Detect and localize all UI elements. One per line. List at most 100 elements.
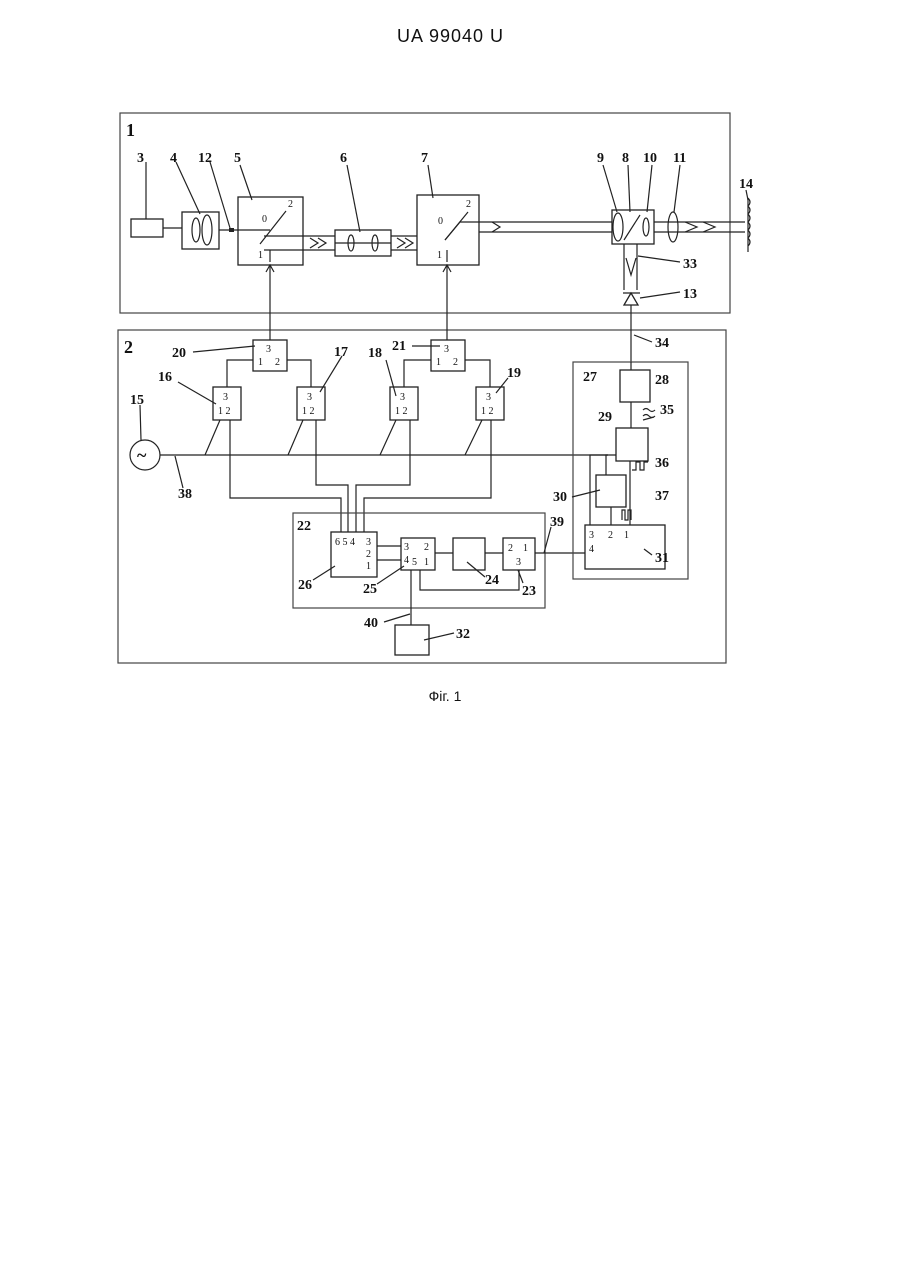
- block-29: [616, 428, 648, 461]
- leader-29-35: [643, 417, 654, 420]
- label-28: 28: [655, 373, 669, 388]
- label-39: 39: [550, 515, 564, 530]
- block-30: [596, 475, 626, 507]
- wire-16-20: [227, 360, 253, 387]
- block-26-pin-1: 1: [366, 561, 371, 572]
- block-28: [620, 370, 650, 402]
- block-23-pin-3: 3: [516, 557, 521, 568]
- label-26: 26: [298, 578, 312, 593]
- lens-11: [668, 212, 678, 242]
- block-21-pin-2: 2: [453, 357, 458, 368]
- arrow-5-6a: [310, 238, 318, 248]
- label-25: 25: [363, 582, 377, 597]
- label-12: 12: [198, 151, 212, 166]
- label-4: 4: [170, 151, 177, 166]
- arrow-8-13: [626, 258, 636, 275]
- block-17-pins-12: 1 2: [302, 406, 315, 417]
- label-33: 33: [683, 257, 697, 272]
- block-21-pin-1: 1: [436, 357, 441, 368]
- tap-17: [288, 420, 303, 455]
- block-19-pins-12: 1 2: [481, 406, 494, 417]
- label-2: 2: [124, 337, 133, 357]
- block-25-pin-4: 4: [404, 555, 409, 566]
- wire-17-20: [287, 360, 311, 387]
- ctrl-26-16: [230, 420, 341, 532]
- leader-17: [320, 356, 342, 392]
- block-20-pin-2: 2: [275, 357, 280, 368]
- label-6: 6: [340, 151, 347, 166]
- label-38: 38: [178, 487, 192, 502]
- label-13: 13: [683, 287, 697, 302]
- label-34: 34: [655, 336, 669, 351]
- figure-caption: Фіг. 1: [0, 688, 890, 704]
- label-9: 9: [597, 151, 604, 166]
- leader-11: [674, 165, 680, 212]
- block-20-pin-3: 3: [266, 344, 271, 355]
- switch-5-pin-1: 1: [258, 250, 263, 261]
- label-30: 30: [553, 490, 567, 505]
- tap-19: [465, 420, 482, 455]
- block-25-pin-1: 1: [424, 557, 429, 568]
- label-36: 36: [655, 456, 669, 471]
- arrow-6-7a: [397, 238, 405, 248]
- label-18: 18: [368, 346, 382, 361]
- arrow-11-14a: [685, 222, 697, 232]
- label-15: 15: [130, 393, 144, 408]
- label-24: 24: [485, 573, 499, 588]
- label-5: 5: [234, 151, 241, 166]
- ctrl-26-17: [316, 420, 348, 532]
- leader-5: [240, 165, 252, 200]
- label-22: 22: [297, 519, 311, 534]
- switch-7-pin-0: 0: [438, 216, 443, 227]
- wire-29-30: [606, 455, 616, 475]
- leader-16: [178, 382, 216, 404]
- label-40: 40: [364, 616, 378, 631]
- signal-35: [643, 409, 655, 418]
- block-25-pin-2: 2: [424, 542, 429, 553]
- wire-23-25: [420, 570, 519, 590]
- label-17: 17: [334, 345, 348, 360]
- arrow-11-14b: [703, 222, 715, 232]
- leader-10: [647, 165, 652, 212]
- label-37: 37: [655, 489, 669, 504]
- leader-15: [140, 405, 141, 440]
- block-26-pin-3: 3: [366, 537, 371, 548]
- block-31-pin-1: 1: [624, 530, 629, 541]
- block-31-pin-2: 2: [608, 530, 613, 541]
- block-17-pin-3: 3: [307, 392, 312, 403]
- arrow-7-8: [492, 222, 500, 232]
- wire-18-21: [404, 360, 431, 387]
- block-20-pin-1: 1: [258, 357, 263, 368]
- arrow-6-7b: [405, 238, 413, 248]
- leader-40: [384, 614, 410, 622]
- label-10: 10: [643, 151, 657, 166]
- switch-5-pin-0: 0: [262, 214, 267, 225]
- label-11: 11: [673, 151, 686, 166]
- arrow-5-6b: [318, 238, 326, 248]
- target-14: [748, 198, 750, 252]
- leader-38: [175, 456, 183, 488]
- leader-25: [377, 566, 404, 584]
- label-8: 8: [622, 151, 629, 166]
- block-24: [453, 538, 485, 570]
- laser-source-3: [131, 219, 163, 237]
- leader-13: [640, 292, 680, 298]
- block-31-pin-4: 4: [589, 544, 594, 555]
- block-25-pin-3: 3: [404, 542, 409, 553]
- photodiode-13: [624, 293, 638, 305]
- block-18-pin-3: 3: [400, 392, 405, 403]
- switch-5-pin-2: 2: [288, 199, 293, 210]
- label-32: 32: [456, 627, 470, 642]
- block-16-pins-12: 1 2: [218, 406, 231, 417]
- label-19: 19: [507, 366, 521, 381]
- label-29: 29: [598, 410, 612, 425]
- block-26-pins-654: 6 5 4: [335, 537, 355, 548]
- block-32: [395, 625, 429, 655]
- tap-18: [380, 420, 396, 455]
- switch-7-pin-1: 1: [437, 250, 442, 261]
- switch-7-pin-2: 2: [466, 199, 471, 210]
- leader-20: [193, 346, 255, 352]
- wire-19-21: [465, 360, 490, 387]
- block-16-pin-3: 3: [223, 392, 228, 403]
